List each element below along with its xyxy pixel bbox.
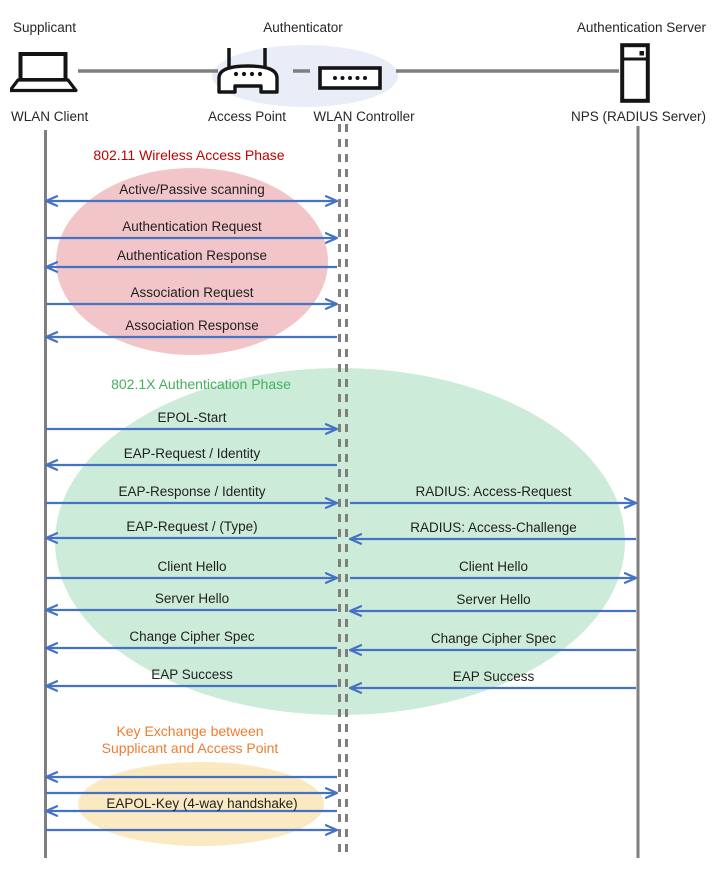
wlan-controller-icon (318, 66, 382, 90)
device-label-access-point: Access Point (207, 109, 287, 124)
message-arrow (348, 533, 636, 545)
message-arrow (44, 604, 337, 616)
message-arrow (44, 532, 337, 544)
message-arrow (46, 232, 339, 244)
message-arrow (44, 771, 337, 783)
phase-title-wireless-access: 802.11 Wireless Access Phase (93, 147, 285, 163)
message-arrow (44, 680, 337, 692)
phase-title-key-exchange: Key Exchange between Supplicant and Acce… (101, 723, 279, 756)
message-arrow (46, 298, 339, 310)
role-label-supplicant: Supplicant (13, 20, 77, 35)
device-label-wlan-client: WLAN Client (11, 109, 89, 124)
message-arrow (350, 497, 638, 509)
message-arrow (44, 805, 337, 817)
message-arrow (44, 195, 339, 207)
device-label-radius-server: NPS (RADIUS Server) (570, 109, 706, 124)
message-arrow (348, 682, 636, 694)
phase-ellipse-wireless-access (56, 168, 328, 355)
message-arrow (44, 642, 337, 654)
message-arrow (44, 331, 337, 343)
message-arrow (46, 423, 339, 435)
message-arrow (350, 572, 638, 584)
phase-title-authentication: 802.1X Authentication Phase (111, 376, 291, 392)
message-arrow (348, 644, 636, 656)
message-arrow (46, 572, 339, 584)
message-arrow (44, 459, 337, 471)
message-arrow (46, 824, 339, 836)
message-arrow (46, 787, 339, 799)
eapol-key-label: EAPOL-Key (4-way handshake) (106, 796, 298, 811)
server-icon (620, 43, 650, 103)
device-label-wlan-controller: WLAN Controller (313, 109, 415, 124)
message-arrow (46, 497, 339, 509)
role-label-authentication-server: Authentication Server (576, 20, 706, 35)
access-point-icon (217, 48, 279, 94)
role-label-authenticator: Authenticator (263, 20, 343, 35)
message-arrow (348, 605, 636, 617)
laptop-icon (10, 52, 78, 93)
message-arrow (44, 261, 337, 273)
